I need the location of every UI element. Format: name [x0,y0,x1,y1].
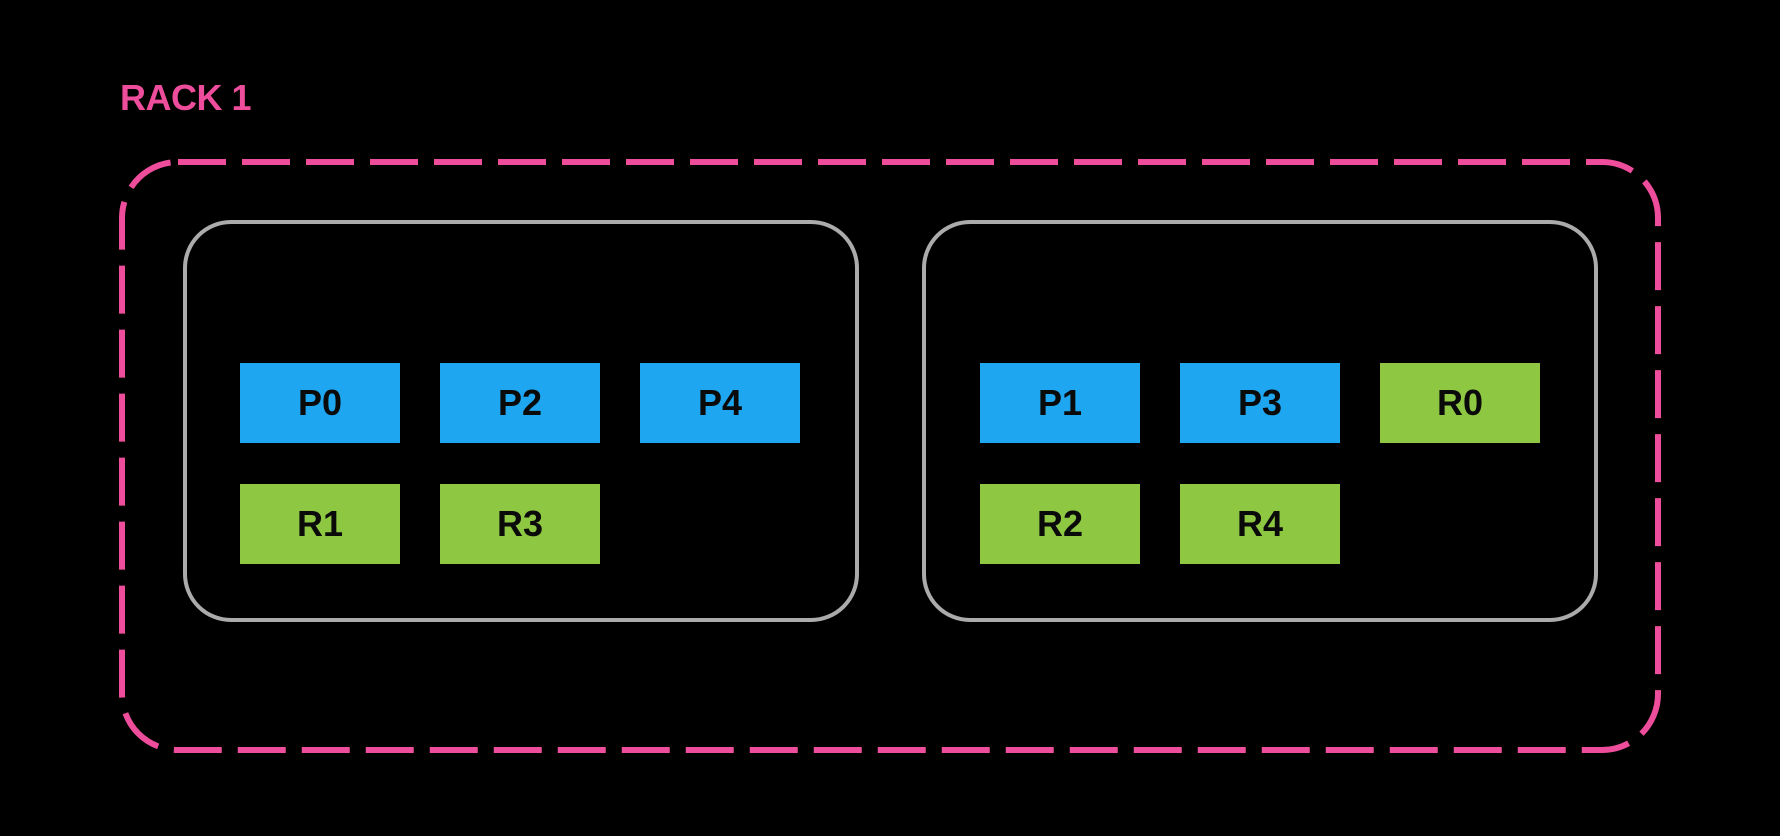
shard-p4-label: P4 [697,382,743,423]
shard-p3: P3 [1180,363,1340,443]
shard-r1-label: R1 [296,503,344,544]
rack-boundary [119,159,1661,753]
shard-r2-label: R2 [1036,503,1084,544]
shard-p2: P2 [440,363,600,443]
node-box-2 [922,220,1598,622]
shard-r4: R4 [1180,484,1340,564]
shard-p2-label: P2 [497,382,543,423]
shard-p4: P4 [640,363,800,443]
rack-title: RACK 1 [120,77,252,118]
shard-r2: R2 [980,484,1140,564]
shard-r1: R1 [240,484,400,564]
rack-boundary-rect [119,159,1661,753]
node-box-1 [183,220,859,622]
shard-p0: P0 [240,363,400,443]
shard-p0-label: P0 [297,382,343,423]
shard-p1-label: P1 [1037,382,1083,423]
shard-r0: R0 [1380,363,1540,443]
shard-r4-label: R4 [1236,503,1284,544]
shard-p1: P1 [980,363,1140,443]
shard-p3-label: P3 [1237,382,1283,423]
shard-r3: R3 [440,484,600,564]
shard-r3-label: R3 [496,503,544,544]
shard-r0-label: R0 [1436,382,1484,423]
